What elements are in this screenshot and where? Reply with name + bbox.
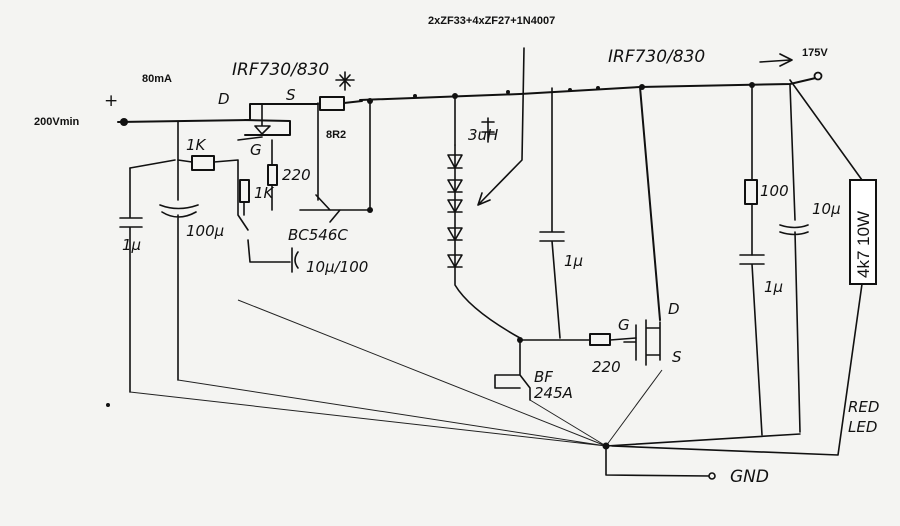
cap-100u — [159, 121, 199, 381]
mosfet-2-label: IRF730/830 — [608, 47, 705, 67]
cap-1u-b-label: 1µ — [564, 252, 583, 270]
r-sense-label: 8R2 — [326, 129, 346, 141]
cap-1u-a — [119, 167, 143, 393]
pin-g2: G — [618, 316, 630, 334]
led-label-a: RED — [848, 398, 879, 416]
mosfet-1-gate-lead — [237, 136, 263, 141]
input-current-label: 80mA — [142, 73, 172, 85]
top-rail-right — [359, 76, 821, 101]
plus-label: + — [104, 91, 118, 111]
mosfet-1-gate — [254, 103, 271, 135]
r-sense — [319, 96, 345, 111]
zener-chain-label: 2xZF33+4xZF27+1N4007 — [428, 15, 555, 27]
bc546-label: BC546C — [288, 226, 348, 244]
r-1k-a-label: 1K — [186, 136, 207, 154]
jfet-label-a: BF — [534, 368, 553, 386]
inductor — [481, 117, 495, 143]
zener-pointer — [477, 47, 525, 206]
cap-1u-c-label: 1µ — [764, 278, 783, 296]
cap-1u-c — [739, 254, 765, 436]
r-1k-b — [239, 179, 250, 203]
mosfet-2 — [623, 319, 661, 366]
r-220-a-label: 220 — [282, 166, 311, 184]
r-1k-a — [191, 155, 215, 171]
bc546-transistor — [299, 194, 373, 223]
cap-10u-label: 10µ — [812, 200, 841, 218]
load-resistor-label: 4k7 10W — [854, 211, 873, 278]
gnd-terminal — [708, 472, 716, 480]
cap-1u-a-label: 1µ — [122, 236, 141, 254]
pin-g1: G — [250, 141, 262, 159]
mosfet-1-label: IRF730/830 — [232, 60, 329, 80]
cap-100u-label: 100µ — [186, 222, 224, 240]
cap-10u — [779, 84, 809, 433]
r-220-b — [589, 333, 611, 346]
pin-s2: S — [672, 348, 682, 366]
r-220-a — [267, 164, 278, 186]
top-rail-left — [117, 119, 251, 123]
r-100-label: 100 — [760, 182, 789, 200]
gnd-label: GND — [730, 467, 769, 487]
pin-d1: D — [218, 90, 230, 108]
pin-d2: D — [668, 300, 680, 318]
inductor-label: 3uH — [468, 126, 498, 144]
r-1k-b-label: 1K — [254, 184, 275, 202]
cap-10u-100-label: 10µ/100 — [306, 258, 368, 276]
output-arrow — [759, 53, 793, 67]
jfet-label-b: 245A — [534, 384, 573, 402]
load-resistor-box — [849, 179, 877, 285]
input-voltage-label: 200Vmin — [34, 116, 80, 128]
ground-bus — [605, 433, 801, 447]
cap-10u-100 — [247, 239, 299, 273]
cap-1u-b — [539, 87, 565, 339]
star-mark — [335, 71, 355, 91]
led-label-b: LED — [848, 418, 877, 436]
r-220-b-label: 220 — [592, 358, 621, 376]
mosfet-1-channel — [244, 119, 291, 136]
output-voltage-label: 175V — [802, 47, 828, 59]
jfet-bf245a — [494, 339, 531, 401]
output-terminal — [813, 71, 823, 81]
gnd-lead — [605, 445, 711, 477]
input-terminal — [120, 118, 128, 126]
mosfet-1-body — [249, 103, 319, 121]
pin-s1: S — [286, 86, 296, 104]
